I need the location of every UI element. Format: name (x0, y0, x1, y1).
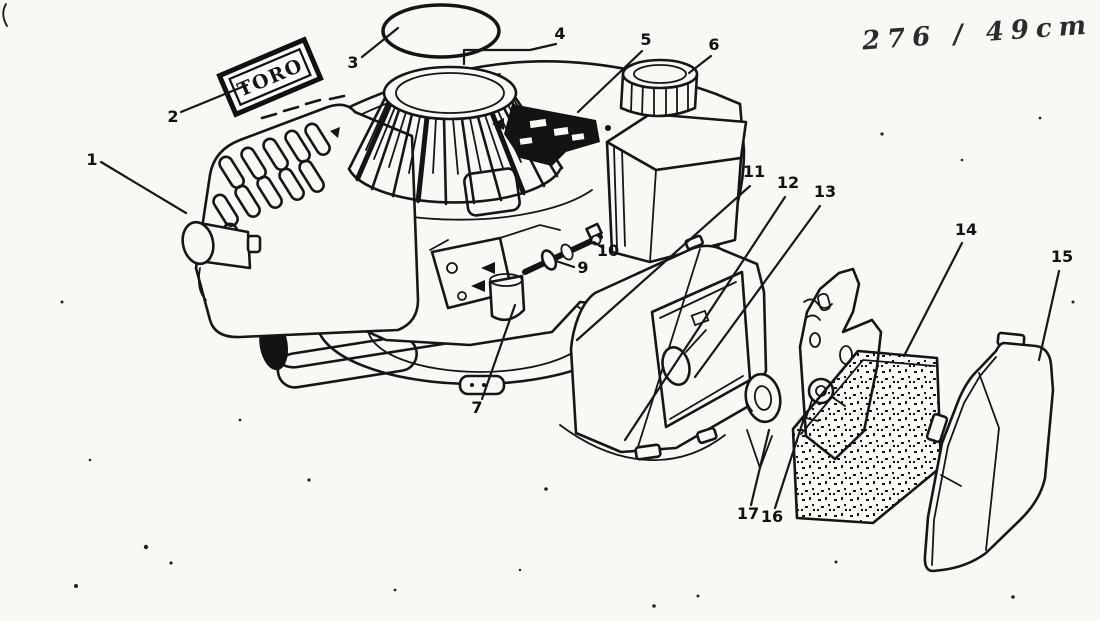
intake-elbow (661, 346, 691, 386)
leader-line-14 (902, 241, 964, 358)
handwritten-note-text: 276 / 49cm (860, 10, 1094, 56)
cover-gasket-ring (381, 3, 501, 59)
leader-line-13 (693, 204, 822, 379)
callout-number-5: 5 (640, 30, 651, 49)
callout-number-2: 2 (167, 107, 178, 126)
leader-line-1 (99, 160, 188, 215)
leader-line-11 (575, 184, 752, 342)
callout-number-7: 7 (471, 398, 482, 417)
carburetor (429, 222, 603, 322)
handwritten-note: 276 / 49cm (860, 10, 1094, 56)
callout-number-13: 13 (814, 182, 836, 201)
leader-line-16 (773, 410, 808, 510)
primer-cylinder (181, 220, 262, 301)
callout-number-17: 17 (737, 504, 759, 523)
foam-filter-element (791, 349, 943, 525)
breather-grommet (744, 372, 782, 471)
mounting-bolt (522, 222, 603, 275)
callout-number-12: 12 (777, 173, 799, 192)
scan-noise (2, 3, 1075, 608)
leader-line-4 (462, 42, 558, 66)
fuel-cap (619, 58, 699, 118)
air-cleaner-cover (923, 331, 1055, 573)
leader-line-12 (623, 195, 787, 442)
fuel-tank (605, 58, 748, 264)
callout-number-6: 6 (708, 35, 719, 54)
callout-number-16: 16 (761, 507, 783, 526)
callout-number-14: 14 (955, 220, 977, 239)
leader-line-2 (179, 83, 249, 114)
callout-number-4: 4 (554, 24, 565, 43)
leader-line-17 (749, 428, 771, 507)
callout-number-10: 10 (597, 241, 619, 260)
throttle-control (492, 104, 615, 166)
intake-cone (347, 65, 564, 206)
callout-number-15: 15 (1051, 247, 1073, 266)
callout-number-3: 3 (347, 53, 358, 72)
callout-number-11: 11 (743, 162, 765, 181)
leader-line-3 (360, 26, 400, 59)
toro-label: TORO (216, 36, 324, 118)
callout-number-1: 1 (86, 150, 97, 169)
side-decal-panel (463, 167, 521, 217)
leader-line-15 (1037, 269, 1061, 362)
leader-line-6 (687, 54, 713, 75)
leader-line-5 (576, 49, 644, 114)
leader-line-9 (554, 259, 576, 269)
leader-line-7 (480, 303, 517, 401)
air-cleaner-base (569, 234, 768, 461)
callout-number-9: 9 (577, 258, 588, 277)
leader-line-10 (592, 240, 605, 250)
